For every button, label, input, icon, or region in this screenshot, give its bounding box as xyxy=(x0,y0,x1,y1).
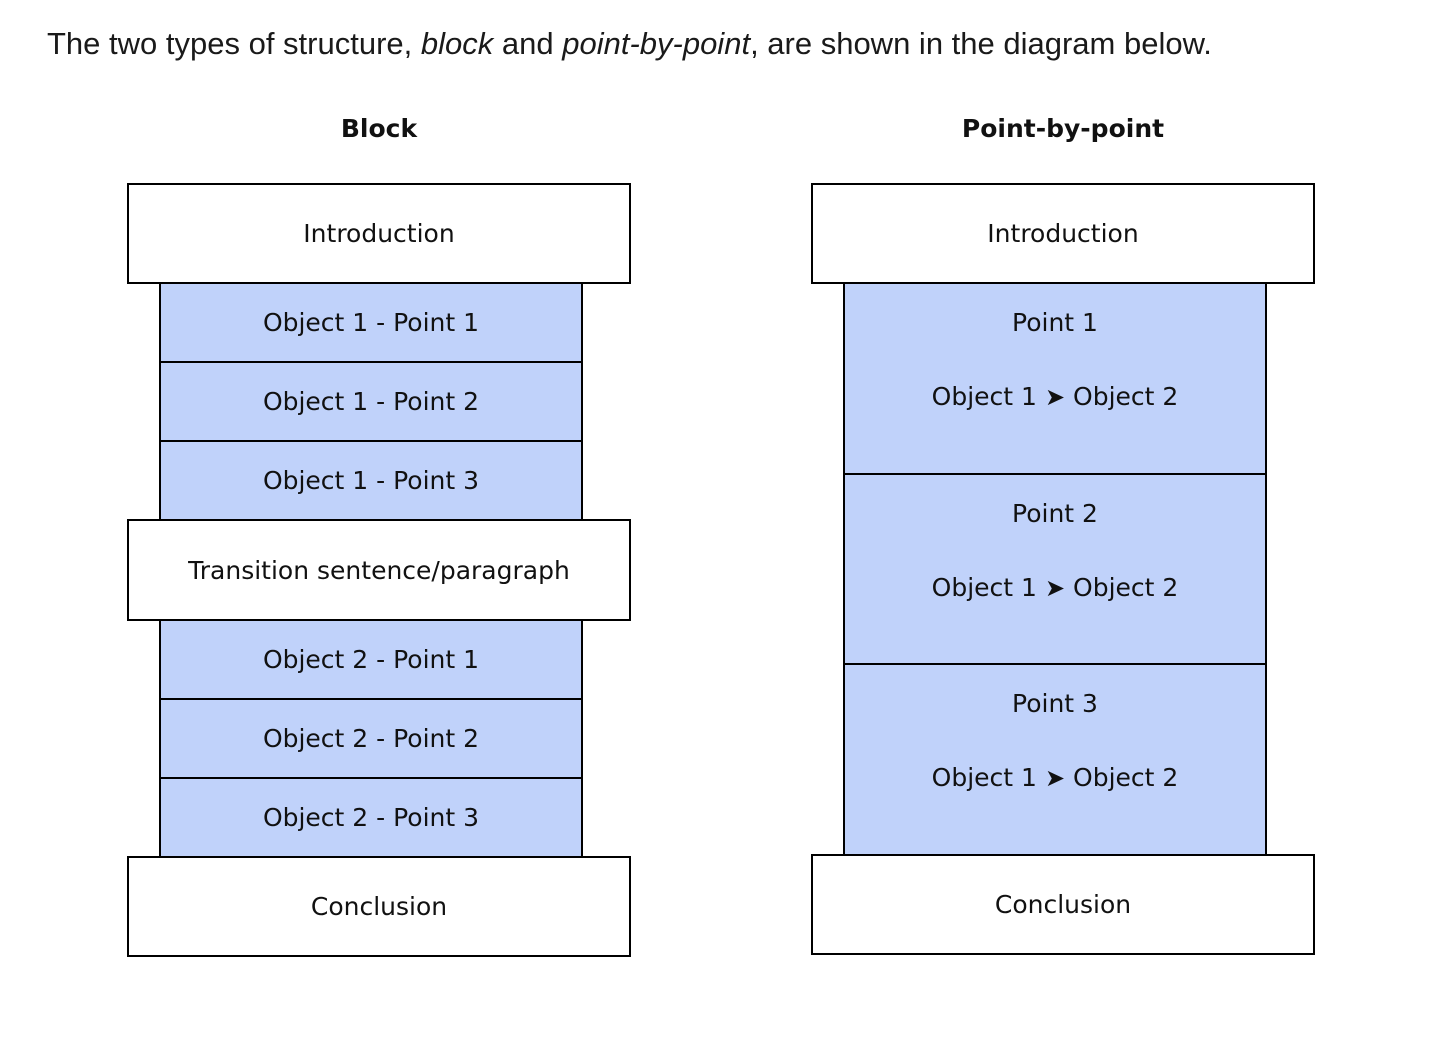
pbp-conclusion-box: Conclusion xyxy=(811,854,1315,955)
intro-emphasis-point-by-point: point-by-point xyxy=(562,26,751,61)
intro-part-2: and xyxy=(493,26,563,61)
block-object2-point1-box: Object 2 - Point 1 xyxy=(159,619,583,700)
arrow-right-icon: ➤ xyxy=(1044,383,1066,411)
pbp-point2-from: Object 1 xyxy=(931,573,1037,602)
pbp-point3-label: Point 3 xyxy=(1012,689,1098,718)
point-by-point-column-title: Point-by-point xyxy=(961,114,1165,143)
block-object1-point2-box: Object 1 - Point 2 xyxy=(159,361,583,442)
block-object1-point3-box: Object 1 - Point 3 xyxy=(159,440,583,521)
block-object1-point1-box: Object 1 - Point 1 xyxy=(159,282,583,363)
pbp-point3-to: Object 2 xyxy=(1073,763,1179,792)
block-conclusion-box: Conclusion xyxy=(127,856,631,957)
pbp-point1-from: Object 1 xyxy=(931,382,1037,411)
arrow-right-icon: ➤ xyxy=(1044,764,1066,792)
pbp-point3-from: Object 1 xyxy=(931,763,1037,792)
block-column-title: Block xyxy=(340,114,418,143)
pbp-point2-box: Point 2 Object 1➤Object 2 xyxy=(843,473,1267,665)
pbp-point1-to: Object 2 xyxy=(1073,382,1179,411)
block-object2-point3-box: Object 2 - Point 3 xyxy=(159,777,583,858)
pbp-point2-label: Point 2 xyxy=(1012,499,1098,528)
intro-emphasis-block: block xyxy=(420,26,494,61)
pbp-point2-to: Object 2 xyxy=(1073,573,1179,602)
pbp-point1-box: Point 1 Object 1➤Object 2 xyxy=(843,282,1267,475)
pbp-point1-label: Point 1 xyxy=(1012,308,1098,337)
intro-part-3: , are shown in the diagram below. xyxy=(750,26,1212,61)
intro-sentence: The two types of structure, block and po… xyxy=(47,24,1212,64)
arrow-right-icon: ➤ xyxy=(1044,574,1066,602)
pbp-point3-comparison: Object 1➤Object 2 xyxy=(932,761,1179,795)
pbp-point1-comparison: Object 1➤Object 2 xyxy=(932,380,1179,414)
block-introduction-box: Introduction xyxy=(127,183,631,284)
pbp-introduction-box: Introduction xyxy=(811,183,1315,284)
intro-part-1: The two types of structure, xyxy=(47,26,421,61)
pbp-point2-comparison: Object 1➤Object 2 xyxy=(932,571,1179,605)
pbp-point3-box: Point 3 Object 1➤Object 2 xyxy=(843,663,1267,856)
block-transition-box: Transition sentence/paragraph xyxy=(127,519,631,621)
block-object2-point2-box: Object 2 - Point 2 xyxy=(159,698,583,779)
